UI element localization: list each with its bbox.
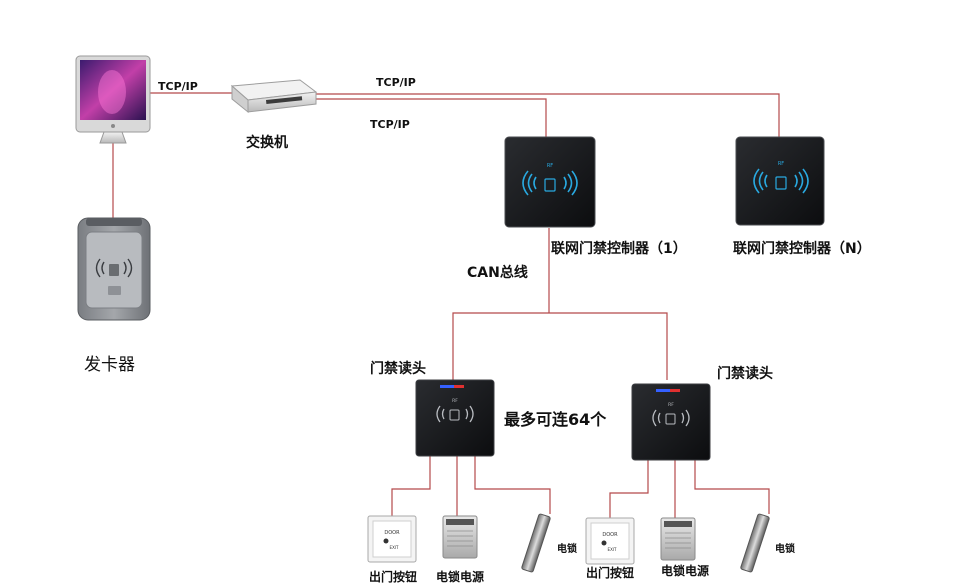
tcp-ip-label-mid: TCP/IP	[370, 118, 410, 131]
wire-left-lock	[474, 455, 551, 514]
right-lock-power-icon	[660, 517, 696, 561]
left-lock-label: 电锁	[557, 544, 577, 555]
switch-icon	[230, 79, 318, 114]
right-exit-button-icon: DOOR EXIT	[585, 517, 635, 565]
controller-n-label: 联网门禁控制器（N）	[733, 241, 871, 257]
wire-right-lock	[694, 459, 770, 514]
card-issuer-label: 发卡器	[84, 355, 135, 375]
controller-n-icon: RF	[735, 136, 825, 226]
wire-switch-controller-1	[316, 98, 547, 137]
right-lock-label: 电锁	[775, 544, 795, 555]
left-reader-label: 门禁读头	[370, 361, 426, 377]
left-lock-power-icon	[442, 515, 478, 559]
right-reader-rf-text: RF	[668, 402, 674, 408]
right-exit-button-exit-text: EXIT	[608, 547, 617, 552]
left-exit-button-door-text: DOOR	[384, 530, 400, 536]
controller-n-rf-text: RF	[778, 161, 784, 167]
left-reader-rf-text: RF	[452, 398, 458, 404]
right-lock-power-label: 电锁电源	[661, 564, 710, 578]
wire-can-bus-branch	[452, 312, 668, 380]
tcp-ip-label-computer: TCP/IP	[158, 80, 198, 93]
wiring	[112, 92, 780, 518]
left-exit-button-exit-text: EXIT	[390, 545, 399, 550]
right-lock-icon	[740, 513, 770, 573]
right-reader-label: 门禁读头	[717, 366, 773, 382]
controller-1-rf-text: RF	[547, 163, 553, 169]
right-reader-icon: RF	[631, 383, 711, 461]
controller-1-icon: RF	[504, 136, 596, 228]
wire-switch-controller-n	[316, 93, 780, 137]
left-lock-icon	[521, 513, 551, 573]
switch-label: 交换机	[246, 135, 288, 151]
can-bus-label: CAN总线	[467, 265, 528, 281]
left-reader-icon: RF	[415, 379, 495, 457]
left-exit-button-label: 出门按钮	[369, 570, 418, 584]
tcp-ip-label-top: TCP/IP	[376, 76, 416, 89]
computer-icon	[75, 55, 151, 144]
right-exit-button-label: 出门按钮	[586, 566, 635, 580]
wire-left-exit-button	[391, 455, 431, 516]
max-connect-label: 最多可连64个	[504, 410, 607, 429]
card-issuer-icon	[77, 217, 151, 321]
left-lock-power-label: 电锁电源	[436, 570, 485, 584]
right-exit-button-door-text: DOOR	[602, 532, 618, 538]
left-exit-button-icon: DOOR EXIT	[367, 515, 417, 563]
wire-right-exit-button	[609, 459, 649, 518]
controller-1-label: 联网门禁控制器（1）	[551, 241, 687, 257]
